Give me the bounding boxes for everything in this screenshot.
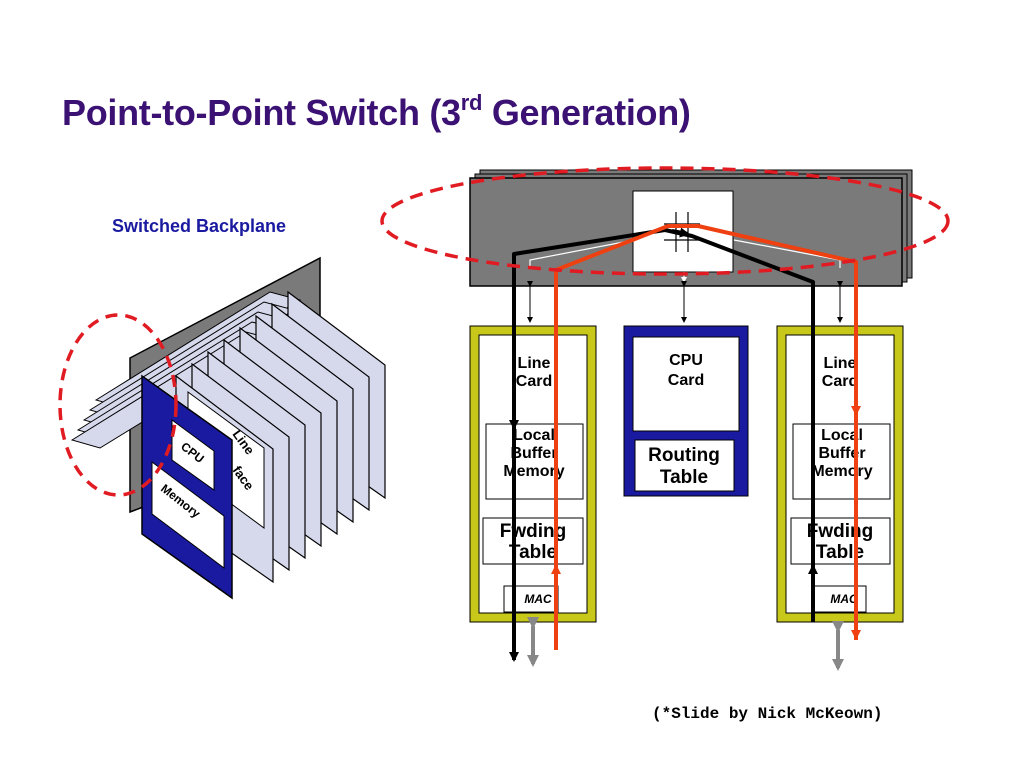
routing-table-line-1: Routing	[648, 445, 720, 466]
line-card-left-title-1: Line	[518, 355, 551, 372]
fwding-table-left	[482, 517, 584, 565]
slide-credit: (*Slide by Nick McKeown)	[652, 705, 883, 723]
routing-table-box	[634, 439, 735, 492]
cpu-card-inner	[632, 336, 740, 432]
local-buffer-right-line-3: Memory	[811, 463, 872, 480]
highlight-ellipse-left	[58, 313, 178, 497]
fwding-table-right	[790, 517, 891, 565]
mac-left-label: MAC	[524, 592, 552, 606]
chassis-illustration: Line face CPU Memory	[70, 256, 386, 600]
cpu-card: CPU Card Routing Table	[623, 325, 749, 497]
line-card-right: Line Card Local Buffer Memory Fwding Tab…	[776, 325, 904, 623]
fwding-table-right-line-1: Fwding	[807, 521, 873, 542]
local-buffer-right-line-2: Buffer	[818, 445, 865, 462]
slide-title: Point-to-Point Switch (3rd Generation)	[62, 90, 691, 133]
fwding-table-left-line-2: Table	[509, 542, 557, 563]
line-card-left-title-2: Card	[516, 373, 552, 390]
local-buffer-right-line-1: Local	[821, 427, 863, 444]
cpu-chip-box	[171, 419, 215, 491]
line-card-right-title-1: Line	[824, 355, 857, 372]
line-card-left: Line Card Local Buffer Memory Fwding Tab…	[469, 325, 597, 623]
backplane-card-links	[527, 281, 843, 323]
fwding-table-left-line-1: Fwding	[500, 521, 566, 542]
highlight-ellipse-backplane	[380, 166, 950, 276]
red-packet-path	[554, 224, 858, 650]
local-buffer-left-line-2: Buffer	[510, 445, 557, 462]
fwding-table-right-line-2: Table	[816, 542, 864, 563]
black-path-arrow-crossbar	[671, 227, 690, 238]
routing-table-line-2: Table	[660, 467, 708, 488]
local-buffer-left-line-1: Local	[513, 427, 555, 444]
memory-box	[151, 461, 225, 569]
local-buffer-left-line-3: Memory	[503, 463, 564, 480]
switched-backplane-caption: Switched Backplane	[112, 216, 287, 236]
local-buffer-left	[485, 423, 584, 500]
line-card-right-title-2: Card	[822, 373, 858, 390]
local-buffer-right	[792, 423, 891, 500]
cpu-card-title-2: Card	[668, 372, 704, 389]
cpu-card-title-1: CPU	[669, 352, 703, 369]
mac-right-label: MAC	[830, 592, 858, 606]
